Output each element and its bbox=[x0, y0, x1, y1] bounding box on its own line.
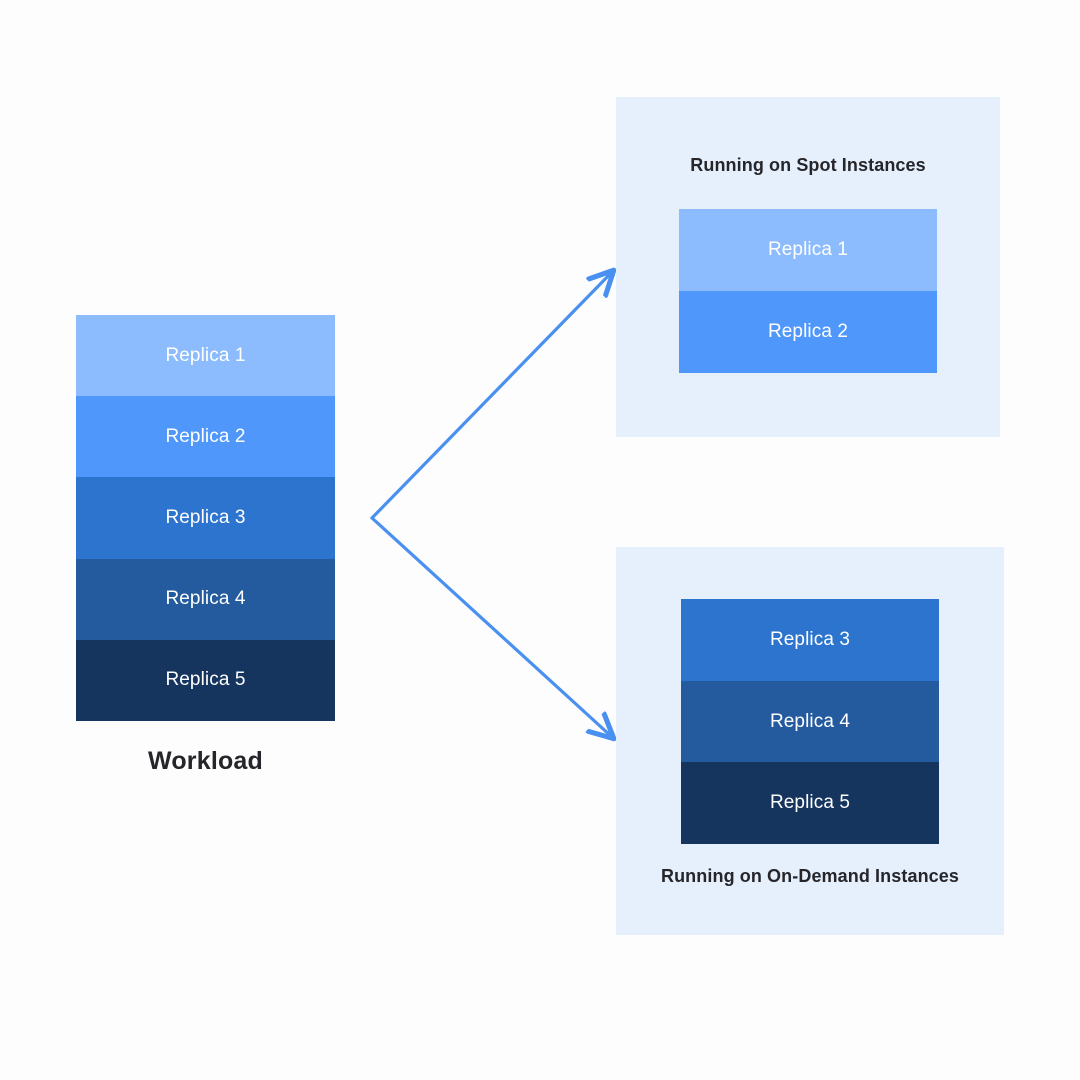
workload-replica-1-label: Replica 1 bbox=[165, 344, 246, 366]
spot-replica-1-label: Replica 1 bbox=[767, 239, 849, 260]
ondemand-replica-4[interactable]: Replica 4 bbox=[681, 680, 939, 763]
spot-panel-title: Running on Spot Instances bbox=[690, 155, 926, 175]
arrow-to-spot bbox=[370, 272, 612, 520]
spot-replica-stack: Replica 1 Replica 2 bbox=[679, 209, 937, 373]
ondemand-instances-panel: Replica 3 Replica 4 Replica 5 Running on… bbox=[616, 547, 1004, 935]
workload-stack: Replica 1 Replica 2 Replica 3 Replica 4 … bbox=[76, 315, 335, 722]
spot-replica-1[interactable]: Replica 1 bbox=[679, 209, 937, 291]
workload-replica-3-label: Replica 3 bbox=[165, 507, 246, 528]
ondemand-panel-title: Running on On-Demand Instances bbox=[660, 866, 959, 886]
workload-replica-2[interactable]: Replica 2 bbox=[76, 396, 335, 478]
spot-instances-panel: Running on Spot Instances Replica 1 Repl… bbox=[616, 97, 1000, 437]
ondemand-replica-4-label: Replica 4 bbox=[769, 710, 851, 732]
workload-replica-3[interactable]: Replica 3 bbox=[76, 477, 335, 559]
workload-replica-1[interactable]: Replica 1 bbox=[76, 315, 335, 397]
arrow-to-ondemand bbox=[370, 516, 612, 737]
workload-replica-5[interactable]: Replica 5 bbox=[76, 639, 335, 722]
ondemand-replica-5-label: Replica 5 bbox=[769, 792, 851, 814]
workload-caption: Workload bbox=[147, 747, 264, 775]
ondemand-replica-stack: Replica 3 Replica 4 Replica 5 bbox=[681, 599, 939, 845]
workload-group: Replica 1 Replica 2 Replica 3 Replica 4 … bbox=[76, 315, 335, 776]
spot-replica-2[interactable]: Replica 2 bbox=[679, 291, 937, 373]
workload-replica-4[interactable]: Replica 4 bbox=[76, 558, 335, 640]
ondemand-replica-3[interactable]: Replica 3 bbox=[681, 599, 939, 681]
ondemand-replica-5[interactable]: Replica 5 bbox=[681, 762, 939, 845]
workload-replica-2-label: Replica 2 bbox=[165, 425, 246, 447]
workload-replica-5-label: Replica 5 bbox=[165, 669, 246, 691]
workload-replica-4-label: Replica 4 bbox=[165, 588, 246, 610]
ondemand-replica-3-label: Replica 3 bbox=[769, 628, 851, 650]
spot-replica-2-label: Replica 2 bbox=[767, 321, 849, 342]
